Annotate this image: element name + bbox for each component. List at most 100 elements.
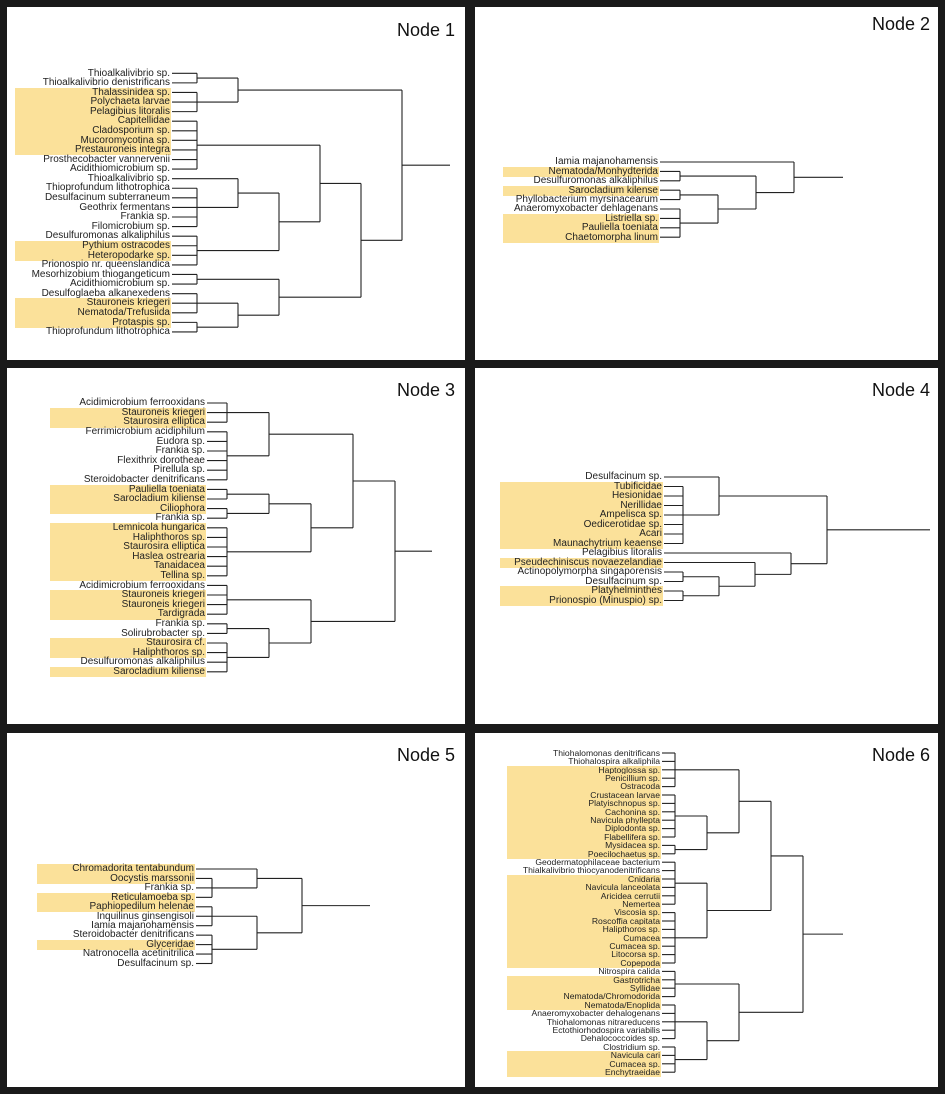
leaf-label: Tanaidacea xyxy=(153,560,205,572)
highlight-band xyxy=(37,864,195,875)
leaf-label: Protaspis sp. xyxy=(112,316,170,328)
highlight-band xyxy=(15,250,171,261)
leaf-label: Thiohalomonas nitrareducens xyxy=(546,1016,660,1027)
highlight-band xyxy=(500,500,663,511)
leaf-label: Anaeromyxobacter dehlagenans xyxy=(514,203,658,215)
highlight-band xyxy=(50,590,206,601)
leaf-label: Dehalococcoides sp. xyxy=(580,1033,660,1044)
leaf-label: Reticulamoeba sp. xyxy=(111,891,194,903)
highlight-band xyxy=(50,599,206,610)
leaf-label: Ciliophora xyxy=(159,502,205,514)
leaf-label: Desulfoglaeba alkanexedens xyxy=(41,287,170,299)
highlight-band xyxy=(50,667,206,678)
leaf-label: Prestauroneis integra xyxy=(74,144,170,156)
leaf-label: Thioalkalivibrio sp. xyxy=(87,172,170,184)
highlight-band xyxy=(50,542,206,553)
highlight-band xyxy=(507,799,661,809)
highlight-band xyxy=(503,185,659,196)
highlight-band xyxy=(503,213,659,224)
highlight-band xyxy=(15,145,171,156)
leaf-label: Geothrix fermentans xyxy=(79,201,170,213)
highlight-band xyxy=(507,782,661,792)
highlight-band xyxy=(50,551,206,562)
leaf-label: Pythium ostracodes xyxy=(82,239,170,251)
highlight-band xyxy=(37,939,195,950)
leaf-label: Nemertea xyxy=(622,899,660,909)
leaf-label: Flexithrix dorotheae xyxy=(117,454,205,466)
highlight-band xyxy=(50,494,206,505)
leaf-label: Maunachytrium keaense xyxy=(553,537,662,549)
highlight-band xyxy=(50,571,206,582)
leaf-label: Capitellidae xyxy=(117,115,170,127)
leaf-label: Stauroneis kriegeri xyxy=(121,598,205,610)
highlight-band xyxy=(37,873,195,884)
leaf-label: Ectothiorhodospira variabilis xyxy=(552,1025,660,1035)
leaf-label: Penicillium sp. xyxy=(605,773,660,783)
leaf-label: Paphiopedilum helenae xyxy=(89,901,194,913)
leaf-label: Thiohalomonas denitrificans xyxy=(552,747,660,758)
highlight-band xyxy=(503,232,659,243)
leaf-label: Desulfuromonas alkaliphilus xyxy=(533,175,658,187)
leaf-label: Heteropodarke sp. xyxy=(87,249,170,261)
leaf-label: Frankia sp. xyxy=(155,512,205,524)
highlight-band xyxy=(503,223,659,234)
leaf-label: Sarocladium kiliense xyxy=(113,666,205,677)
highlight-band xyxy=(507,765,661,775)
leaf-label: Cachonina sp. xyxy=(605,806,660,817)
leaf-label: Steroidobacter denitrificans xyxy=(72,929,194,941)
leaf-label: Thioprofundum lithotrophica xyxy=(46,182,170,194)
highlight-band xyxy=(50,638,206,649)
highlight-band xyxy=(50,503,206,514)
leaf-label: Pauliella toeniata xyxy=(128,483,205,495)
leaf-label: Thiohalospira alkaliphila xyxy=(568,756,660,767)
leaf-label: Filomicrobium sp. xyxy=(91,220,170,232)
highlight-band xyxy=(15,97,171,108)
leaf-label: Glyceridae xyxy=(146,938,194,950)
leaf-label: Nematoda/Trefusiida xyxy=(77,307,170,318)
leaf-label: Mesorhizobium thiogangeticum xyxy=(31,268,170,280)
leaf-label: Nerillidae xyxy=(620,499,662,511)
leaf-label: Haliphthoros sp. xyxy=(132,646,205,658)
leaf-label: Pelagibius litoralis xyxy=(581,547,662,559)
leaf-label: Aricidea cerrutii xyxy=(600,890,660,901)
panel-title-node-2: Node 2 xyxy=(871,14,930,34)
leaf-label: Desulfuromonas alkaliphilus xyxy=(80,656,205,668)
leaf-label: Nematoda/Chromodorida xyxy=(563,991,661,1002)
leaf-label: Staurosira elliptica xyxy=(123,541,205,553)
highlight-band xyxy=(15,116,171,127)
leaf-label: Lemnicola hungarica xyxy=(112,522,205,533)
leaf-label: Acidithiomicrobium sp. xyxy=(69,163,170,175)
highlight-band xyxy=(15,125,171,137)
highlight-band xyxy=(500,586,663,597)
highlight-band xyxy=(507,1059,661,1069)
highlight-band xyxy=(507,908,661,918)
leaf-label: Prionospio (Minuspio) sp. xyxy=(549,594,662,606)
leaf-label: Desulfacinum sp. xyxy=(585,471,662,483)
highlight-band xyxy=(15,317,171,328)
highlight-band xyxy=(50,484,206,495)
leaf-label: Frankia sp. xyxy=(120,211,170,223)
highlight-band xyxy=(507,849,661,859)
leaf-label: Flabellifera sp. xyxy=(604,831,660,842)
leaf-label: Stauroneis kriegeri xyxy=(86,297,170,309)
leaf-label: Platyhelminthes xyxy=(591,585,662,597)
leaf-label: Cladosporium sp. xyxy=(92,124,170,136)
leaf-label: Mysidacea sp. xyxy=(605,840,660,851)
highlight-band xyxy=(50,647,206,658)
leaf-label: Thioalkalivibrio sp. xyxy=(87,67,170,79)
leaf-label: Tardigrada xyxy=(157,608,205,620)
leaf-label: Gastrotricha xyxy=(613,974,660,985)
highlight-band xyxy=(507,942,661,951)
highlight-band xyxy=(507,933,661,943)
leaf-label: Desulfacinum sp. xyxy=(585,575,662,587)
leaf-label: Acidimicrobium ferrooxidans xyxy=(79,397,205,409)
leaf-label: Nematoda/Enoplida xyxy=(584,999,661,1010)
highlight-band xyxy=(15,87,171,98)
highlight-band xyxy=(15,298,171,309)
highlight-band xyxy=(50,417,206,428)
leaf-label: Cumacea xyxy=(623,932,660,943)
panel-node-2 xyxy=(475,7,938,360)
leaf-label: Nematoda/Monhydterida xyxy=(548,165,658,177)
leaf-label: Halipthoros sp. xyxy=(602,924,660,935)
highlight-band xyxy=(507,984,661,993)
